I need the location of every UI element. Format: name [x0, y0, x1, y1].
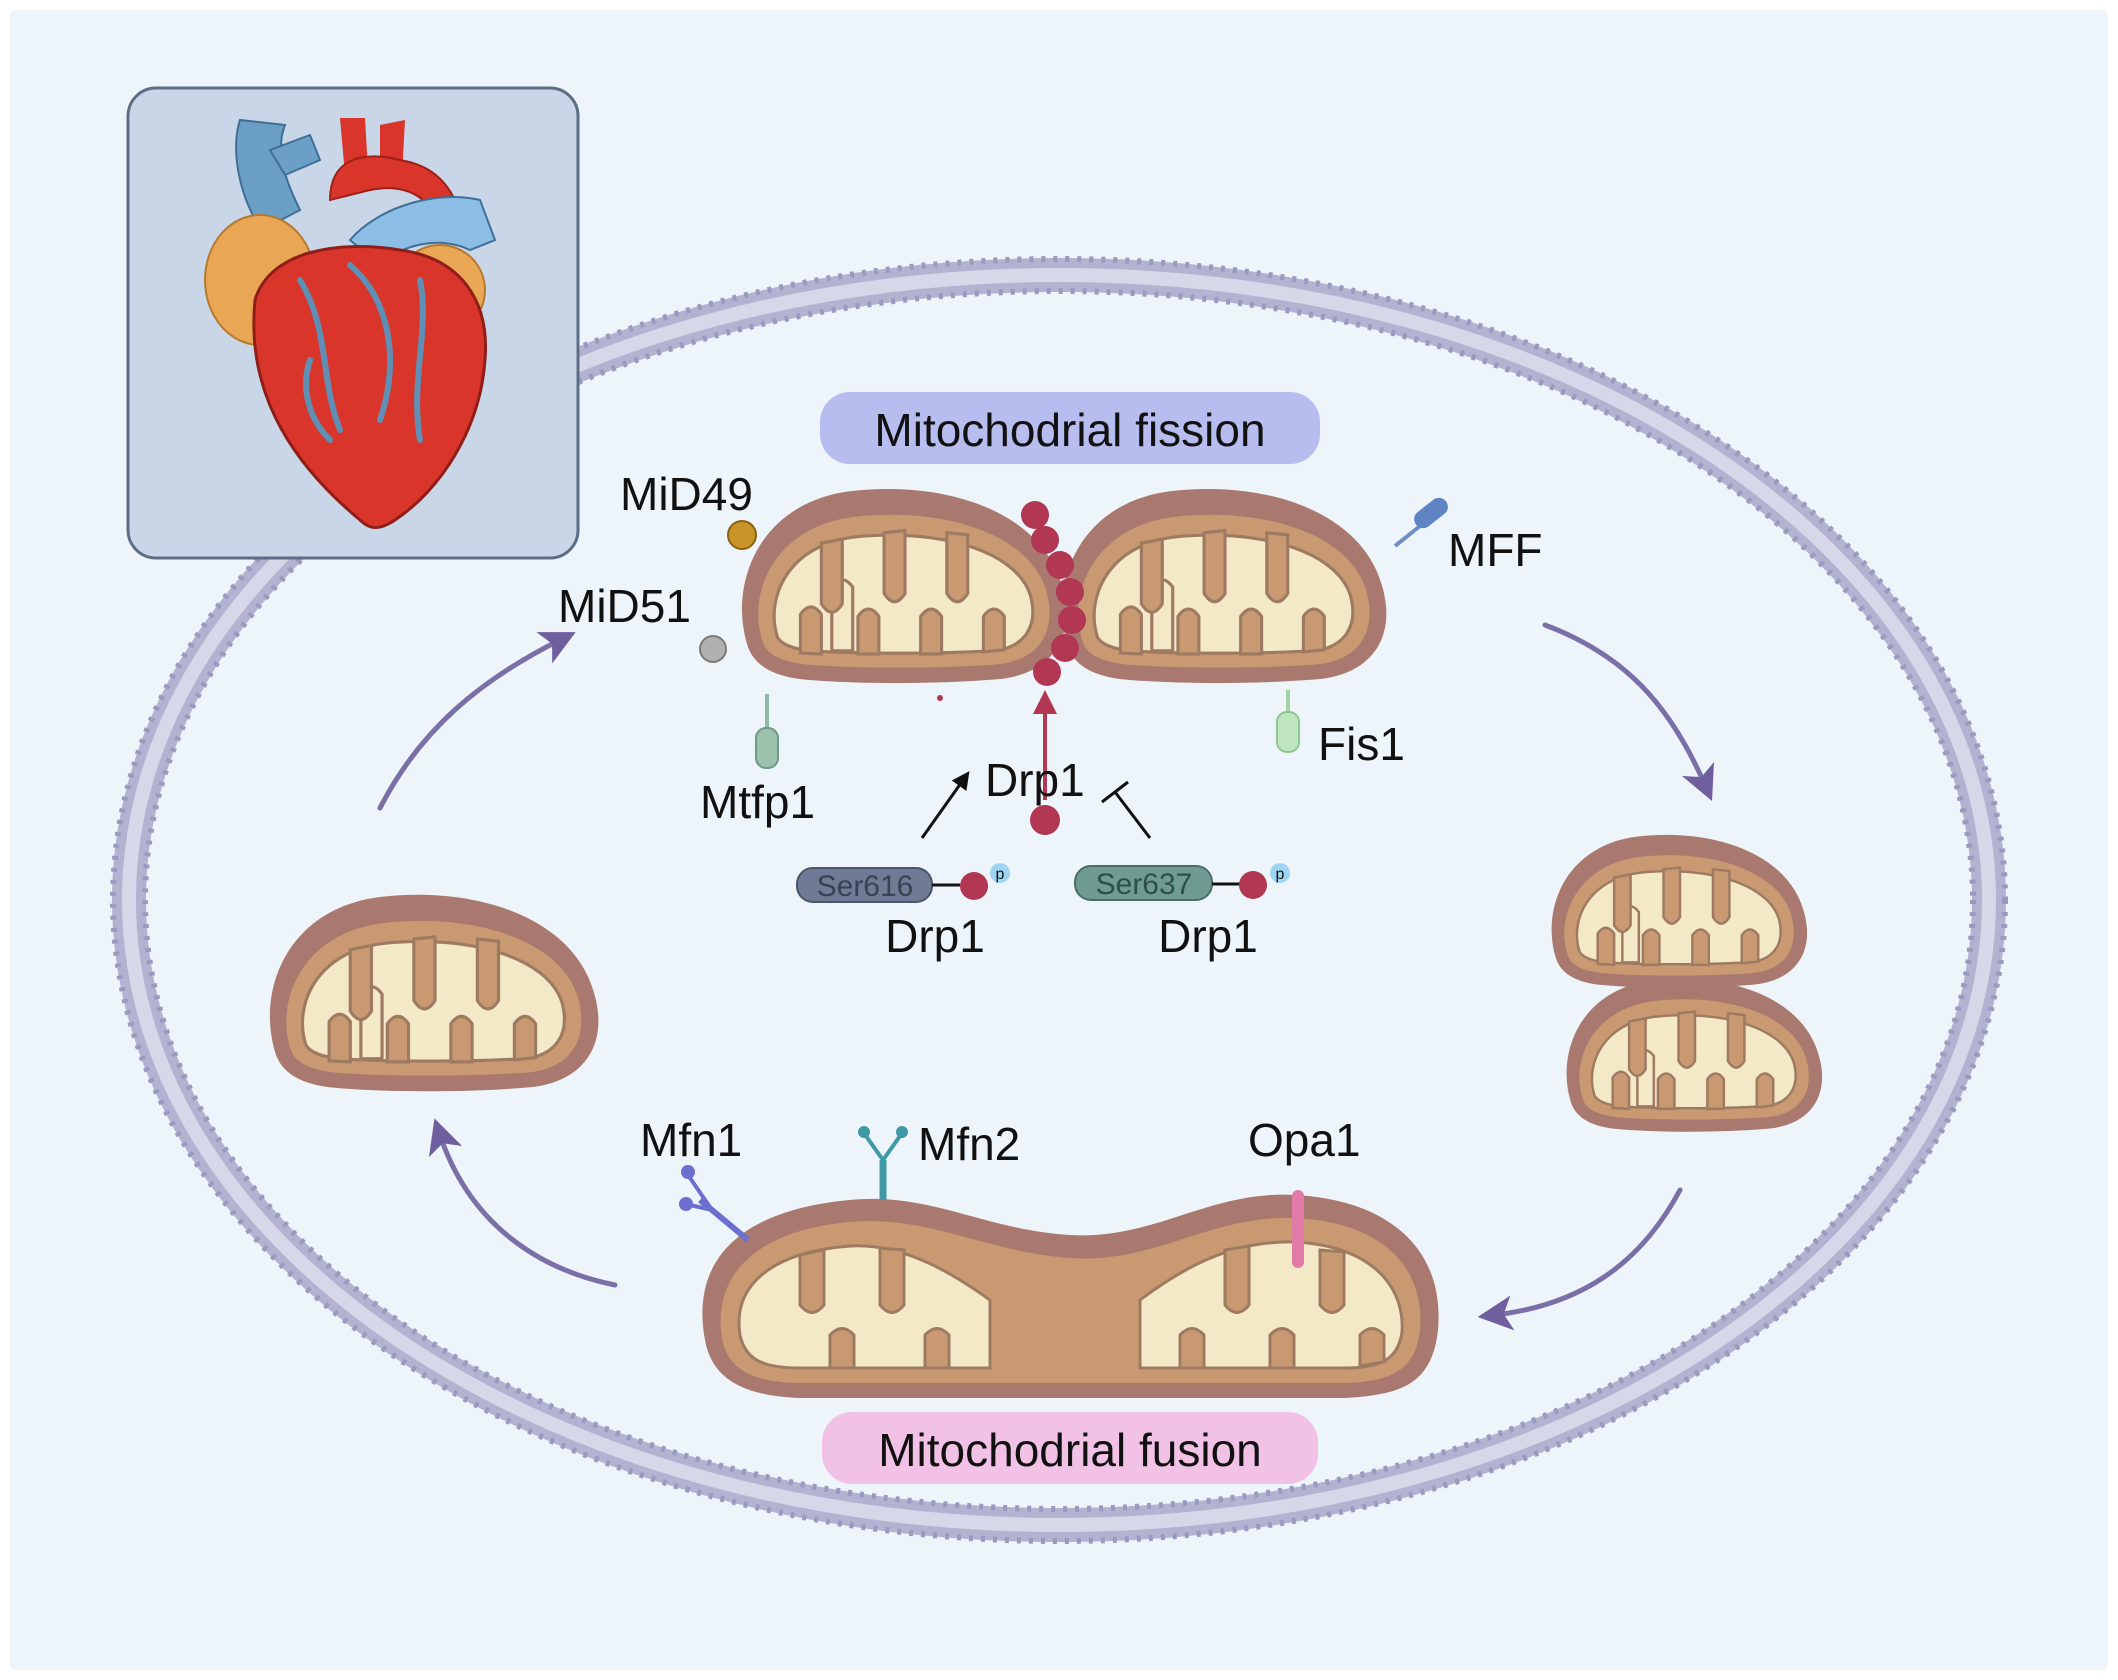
fis1-receptor: Fis1 — [1276, 690, 1405, 770]
mff-label: MFF — [1448, 524, 1543, 576]
heart-panel — [126, 86, 580, 560]
mtfp1-label: Mtfp1 — [700, 776, 815, 828]
fusion-title: Mitochodrial fusion — [822, 1412, 1318, 1484]
ser637-phospho: Ser637 p Drp1 — [1074, 863, 1290, 962]
mid49-receptor: MiD49 — [620, 468, 757, 550]
fission-title-text: Mitochodrial fission — [874, 404, 1265, 456]
heart-icon — [204, 118, 497, 529]
p-right-text: p — [1276, 866, 1285, 883]
cycle-arrows — [377, 622, 1715, 1331]
ser616-phospho: Ser616 p Drp1 — [796, 863, 1010, 962]
fission-title: Mitochodrial fission — [820, 392, 1320, 464]
mfn1-protein: Mfn1 — [640, 1114, 750, 1243]
cycle-arrow-lower-right — [1477, 1187, 1683, 1331]
mid49-label: MiD49 — [620, 468, 753, 520]
opa1-protein: Opa1 — [1248, 1114, 1361, 1268]
drp1-left-label: Drp1 — [885, 910, 985, 962]
mfn1-label: Mfn1 — [640, 1114, 742, 1166]
opa1-label: Opa1 — [1248, 1114, 1361, 1166]
ser637-text: Ser637 — [1096, 868, 1193, 901]
cycle-arrow-lower-left — [428, 1118, 618, 1288]
fusion-title-text: Mitochodrial fusion — [878, 1424, 1262, 1476]
mtfp1-receptor: Mtfp1 — [700, 694, 815, 828]
cell-membrane — [110, 256, 2008, 1544]
drp1-center-label: Drp1 — [985, 754, 1085, 806]
p-left-text: p — [996, 866, 1005, 883]
activation-arrow — [920, 771, 970, 839]
mfn2-protein: Mfn2 — [858, 1118, 1020, 1200]
fis1-label: Fis1 — [1318, 718, 1405, 770]
drp1-ring — [1021, 501, 1086, 686]
fusing-mitochondrion — [702, 1194, 1439, 1398]
mid51-receptor: MiD51 — [558, 580, 727, 663]
inhibition-arrow — [1101, 780, 1152, 839]
mid51-label: MiD51 — [558, 580, 691, 632]
mfn2-label: Mfn2 — [918, 1118, 1020, 1170]
drp1-monomer — [1030, 805, 1060, 835]
ser616-text: Ser616 — [817, 870, 914, 903]
cycle-arrow-upper-left — [377, 632, 576, 811]
mff-receptor: MFF — [1393, 497, 1543, 576]
cycle-arrow-upper-right — [1542, 622, 1715, 802]
drp1-right-label: Drp1 — [1158, 910, 1258, 962]
